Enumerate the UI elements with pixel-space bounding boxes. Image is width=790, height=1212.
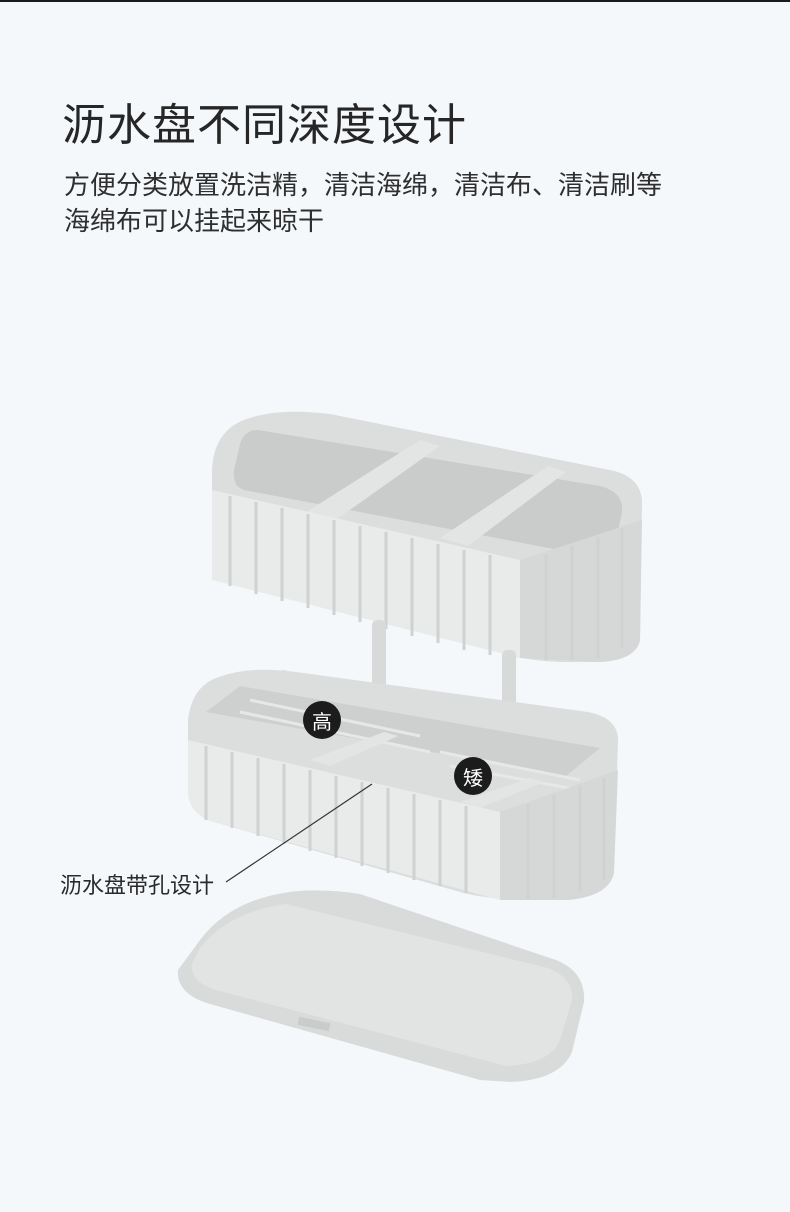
badge-low: 矮: [454, 757, 492, 795]
base-plate: [177, 890, 585, 1082]
drain-tray-callout: 沥水盘带孔设计: [60, 874, 215, 899]
top-divider: [0, 0, 790, 2]
badge-high: 高: [303, 701, 341, 739]
product-illustration: [177, 411, 642, 1082]
feature-description: 方便分类放置洗洁精，清洁海绵，清洁布、清洁刷等 海绵布可以挂起来晾干: [64, 168, 764, 240]
upper-tray: [212, 411, 642, 662]
description-line-2: 海绵布可以挂起来晾干: [64, 207, 325, 237]
lower-tray: [188, 669, 618, 900]
callout-leader: [225, 783, 373, 883]
description-line-1: 方便分类放置洗洁精，清洁海绵，清洁布、清洁刷等: [64, 171, 663, 201]
page-title: 沥水盘不同深度设计: [62, 100, 467, 151]
